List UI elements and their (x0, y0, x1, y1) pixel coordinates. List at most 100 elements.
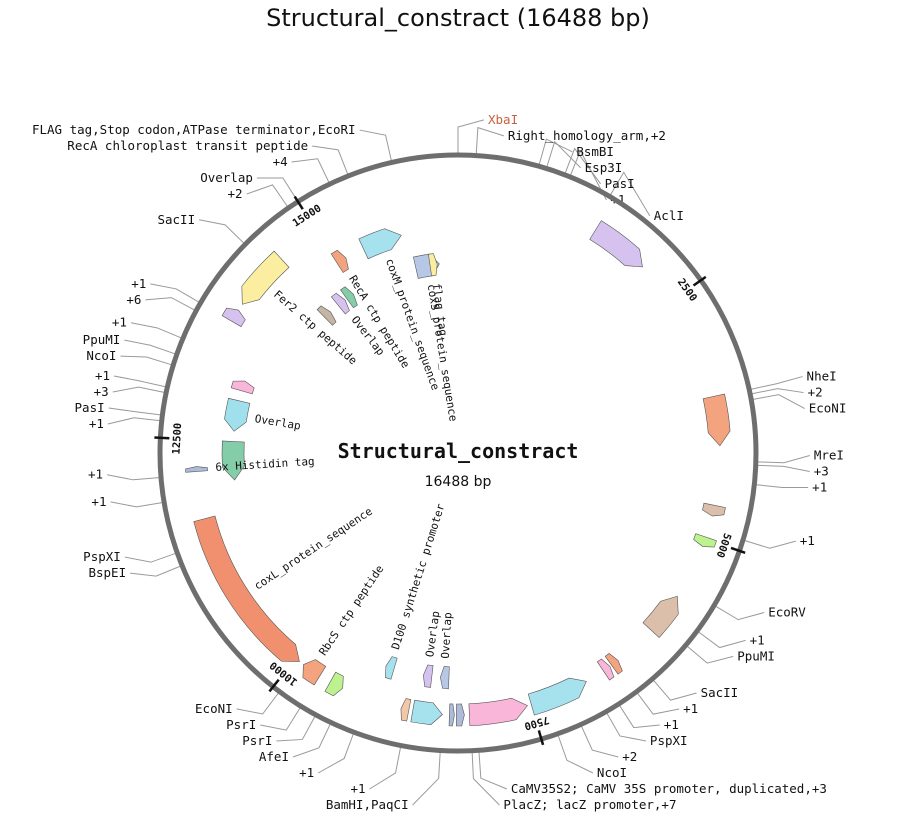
site-label[interactable]: MreI (814, 448, 844, 463)
feature-arrow[interactable] (316, 305, 337, 326)
bp-tick-label: 12500 (171, 423, 185, 455)
site-label[interactable]: NheI (807, 369, 837, 384)
map-title: Structural_constract (16488 bp) (266, 4, 650, 32)
site-label[interactable]: +1 (812, 480, 827, 495)
site-label[interactable]: RecA chloroplast transit peptide (67, 138, 308, 153)
feature-arrow[interactable] (527, 677, 587, 716)
feature-arrow[interactable] (302, 659, 327, 686)
feature-arrow[interactable] (702, 393, 731, 447)
site-label[interactable]: PasI (75, 400, 105, 415)
feature-arrow[interactable] (693, 533, 717, 548)
site-label[interactable]: EcoNI (809, 401, 847, 416)
site-label[interactable]: EcoRV (768, 604, 806, 619)
site-label[interactable]: +2 (227, 186, 242, 201)
site-leader (756, 484, 809, 489)
site-label[interactable]: +1 (350, 781, 365, 796)
bp-tick (730, 546, 746, 555)
site-label[interactable]: PpuMI (737, 648, 775, 663)
site-label[interactable]: CaMV35S2; CaMV 35S promoter, duplicated,… (511, 781, 827, 796)
site-label[interactable]: XbaI (488, 112, 518, 127)
site-leader (130, 565, 181, 577)
site-leader (581, 726, 619, 758)
construct-name: Structural_constract (338, 439, 579, 463)
site-label[interactable]: PspXI (650, 733, 688, 748)
feature-arrow[interactable] (423, 664, 434, 688)
site-label[interactable]: +1 (88, 467, 103, 482)
site-label[interactable]: SacII (157, 212, 195, 227)
feature-arrow[interactable] (241, 250, 290, 305)
feature-arrow[interactable] (385, 656, 398, 680)
feature-arrow[interactable] (330, 292, 350, 315)
site-label[interactable]: +1 (664, 717, 679, 732)
site-leader (619, 705, 660, 729)
site-label[interactable]: +1 (800, 533, 815, 548)
site-label[interactable]: AfeI (259, 749, 289, 764)
site-label[interactable]: BsmBI (576, 144, 614, 159)
site-label[interactable]: +4 (273, 154, 288, 169)
site-label[interactable]: Overlap (200, 170, 253, 185)
feature-arrow[interactable] (448, 703, 455, 727)
site-label[interactable]: AclI (654, 208, 684, 223)
feature-arrow[interactable] (596, 658, 615, 681)
bp-tick-label: 2500 (675, 276, 699, 304)
feature-arrow[interactable] (410, 699, 443, 725)
site-label[interactable]: +1 (89, 416, 104, 431)
feature-arrow[interactable] (340, 286, 358, 309)
site-label[interactable]: BspEI (88, 565, 126, 580)
site-label[interactable]: +1 (683, 701, 698, 716)
site-label[interactable]: EcoNI (195, 701, 233, 716)
feature-arrow[interactable] (428, 253, 438, 277)
feature-arrow[interactable] (230, 380, 255, 395)
site-leader (570, 149, 607, 201)
site-label[interactable]: PlacZ; lacZ promoter,+7 (503, 797, 676, 812)
site-label[interactable]: +2 (808, 385, 823, 400)
feature-arrow[interactable] (221, 307, 246, 328)
feature-arrow[interactable] (358, 228, 402, 260)
site-label[interactable]: +3 (814, 464, 829, 479)
feature-arrow[interactable] (604, 652, 623, 675)
feature-arrow[interactable] (324, 671, 344, 697)
site-leader (107, 417, 160, 425)
site-label[interactable]: Right_homology_arm,+2 (508, 128, 666, 143)
site-label[interactable]: +1 (299, 765, 314, 780)
site-label[interactable]: SacII (701, 685, 739, 700)
site-label[interactable]: PpuMI (83, 332, 121, 347)
site-leader (120, 355, 172, 366)
site-label[interactable]: NcoI (86, 348, 116, 363)
feature-arrow[interactable] (330, 249, 349, 273)
bp-tick-label: 7500 (523, 713, 551, 732)
feature-arrow[interactable] (702, 502, 726, 517)
site-label[interactable]: NcoI (597, 765, 627, 780)
site-label[interactable]: PsrI (242, 733, 272, 748)
feature-arrow[interactable] (456, 703, 465, 727)
site-label[interactable]: Esp3I (585, 160, 623, 175)
site-label[interactable]: +3 (94, 384, 109, 399)
site-label[interactable]: PsrI (226, 717, 256, 732)
site-label[interactable]: BamHI,PaqCI (326, 797, 409, 812)
feature-arrow[interactable] (400, 698, 412, 722)
site-leader (744, 540, 796, 549)
feature-arrow[interactable] (221, 440, 245, 481)
feature-arrow[interactable] (589, 220, 643, 268)
site-leader (312, 145, 349, 175)
site-label[interactable]: PspXI (83, 549, 121, 564)
feature-arrow[interactable] (193, 515, 300, 662)
site-label[interactable]: +1 (91, 494, 106, 509)
site-label[interactable]: +1 (131, 276, 146, 291)
feature-arrow[interactable] (642, 595, 679, 638)
feature-arrow[interactable] (440, 666, 450, 690)
site-leader (757, 455, 810, 464)
feature-arrow[interactable] (185, 466, 208, 473)
feature-arrow[interactable] (224, 397, 251, 432)
site-leader (236, 692, 279, 715)
feature-arrow[interactable] (468, 697, 528, 727)
site-label[interactable]: +1 (95, 368, 110, 383)
bp-tick-label: 15000 (291, 202, 324, 229)
site-label[interactable]: FLAG tag,Stop codon,ATPase terminator,Ec… (32, 122, 356, 137)
site-label[interactable]: +1 (750, 632, 765, 647)
site-label[interactable]: +6 (126, 292, 141, 307)
site-label[interactable]: +2 (622, 749, 637, 764)
site-label[interactable]: +1 (112, 315, 127, 330)
site-label[interactable]: PasI (605, 176, 635, 191)
